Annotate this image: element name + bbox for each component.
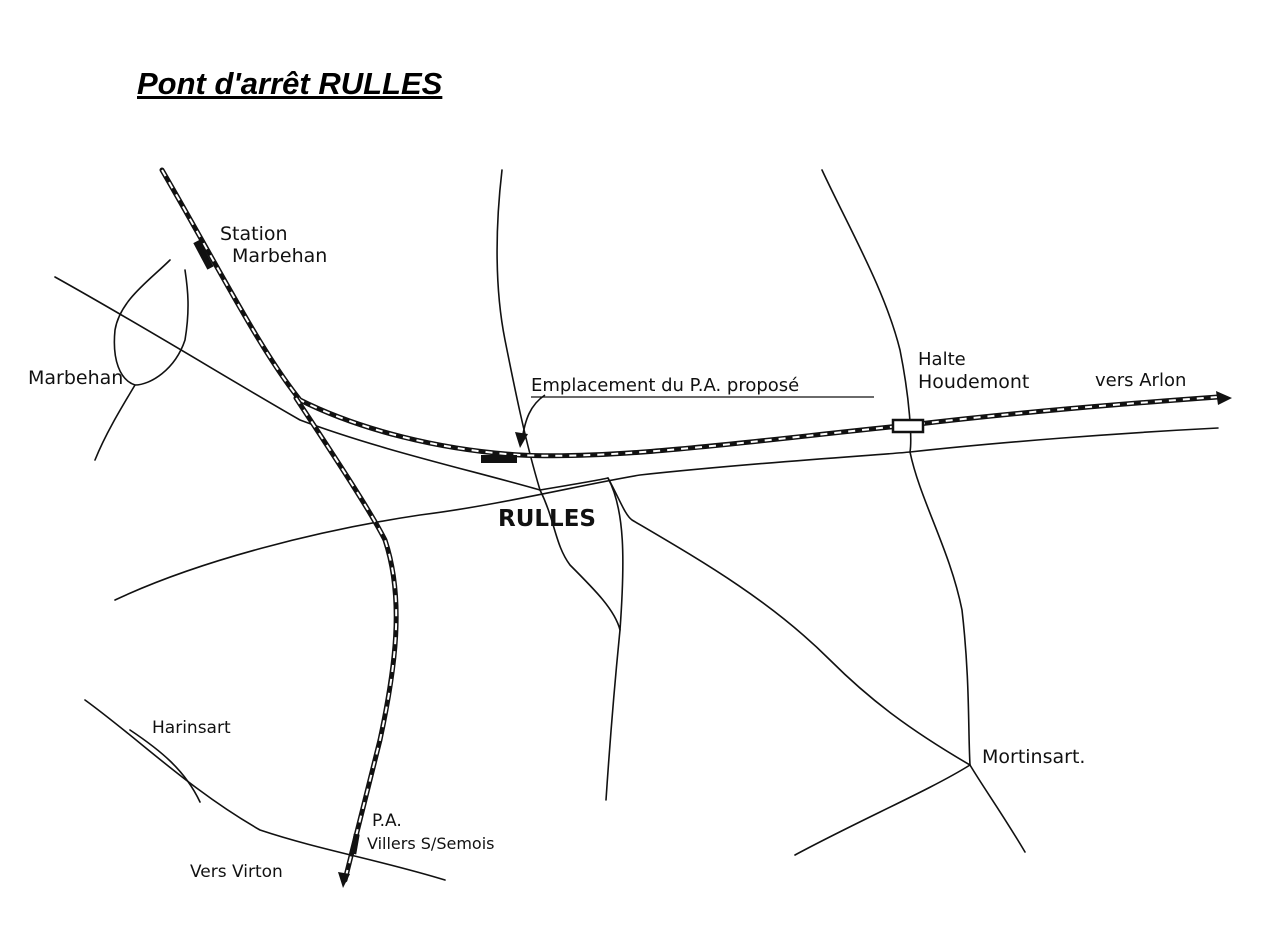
- label-harinsart: Harinsart: [152, 718, 231, 738]
- station-marbehan-marker: [193, 239, 214, 270]
- label-rulles: RULLES: [498, 506, 596, 532]
- road-houdemont-mortinsart: [909, 451, 971, 766]
- label-halte: Halte: [918, 349, 966, 370]
- road-rulles-south: [539, 489, 621, 801]
- road-marbehan-loop: [113, 259, 189, 386]
- label-villers-semois: Villers S/Semois: [367, 834, 494, 853]
- road-rulles-main-westeast: [114, 427, 1219, 601]
- road-harinsart-virton: [84, 699, 446, 881]
- arrow-vers-arlon: [1216, 391, 1232, 405]
- roads: [54, 169, 1219, 881]
- road-north-rulles: [496, 169, 541, 491]
- label-marbehan: Marbehan: [28, 367, 123, 389]
- label-emplacement: Emplacement du P.A. proposé: [531, 375, 799, 396]
- rail-virton-branch: [293, 395, 399, 883]
- label-station-marbehan: Marbehan: [232, 245, 327, 267]
- map-title: Pont d'arrêt RULLES: [137, 66, 443, 101]
- road-harinsart-loop: [129, 729, 201, 803]
- road-rulles-mid-south: [607, 477, 624, 631]
- label-mortinsart: Mortinsart.: [982, 746, 1085, 768]
- label-pa: P.A.: [372, 811, 402, 831]
- road-mortinsart-southwest: [794, 764, 971, 856]
- label-station: Station: [220, 223, 288, 245]
- pa-villers-marker: [350, 833, 360, 855]
- label-vers-arlon: vers Arlon: [1095, 370, 1186, 391]
- road-houdemont-north: [821, 169, 912, 453]
- road-rulles-east-fork: [539, 477, 971, 766]
- road-mortinsart-south: [969, 764, 1026, 853]
- halte-houdemont-marker: [891, 418, 925, 434]
- map-labels: Station Marbehan Marbehan Emplacement du…: [28, 223, 1186, 882]
- station-markers: [193, 239, 925, 855]
- railways: [159, 167, 1232, 888]
- label-houdemont: Houdemont: [918, 371, 1029, 393]
- road-northwest-diagonal: [54, 276, 541, 491]
- proposed-pa-marker: [481, 455, 517, 463]
- road-marbehan-southwest: [94, 384, 136, 461]
- label-vers-virton: Vers Virton: [190, 862, 283, 882]
- rail-marbehan-arlon: [159, 167, 1221, 459]
- arrow-vers-virton: [338, 872, 350, 888]
